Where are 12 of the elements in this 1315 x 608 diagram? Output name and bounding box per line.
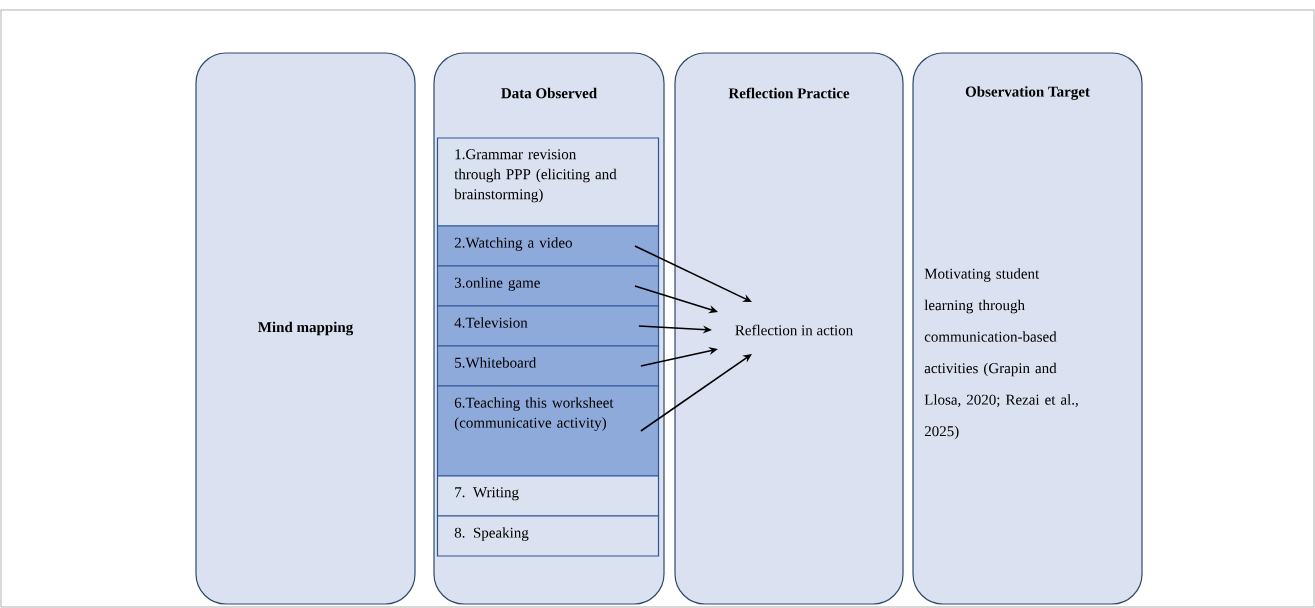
item-box: 8. Speaking — [436, 515, 660, 557]
arrow — [640, 354, 752, 432]
item-box: 5.Whiteboard — [436, 345, 660, 387]
item-box: 1.Grammar revision through PPP (eliciting and brainstorming) — [436, 137, 660, 227]
item-box: 3.online game — [436, 265, 660, 307]
item-box: 2.Watching a video — [436, 225, 660, 267]
reflection-label: Reflection in action — [735, 324, 853, 336]
column-panel: Mind mapping — [195, 52, 416, 605]
item-box: 4.Television — [436, 305, 660, 347]
item-box: 7. Writing — [436, 475, 660, 517]
arrow — [634, 245, 752, 302]
column-panel: Observation Target Motivating student learning through communication-based activities (Grapin and Llosa, 2020; Rezai et al., 2025) — [912, 52, 1143, 605]
